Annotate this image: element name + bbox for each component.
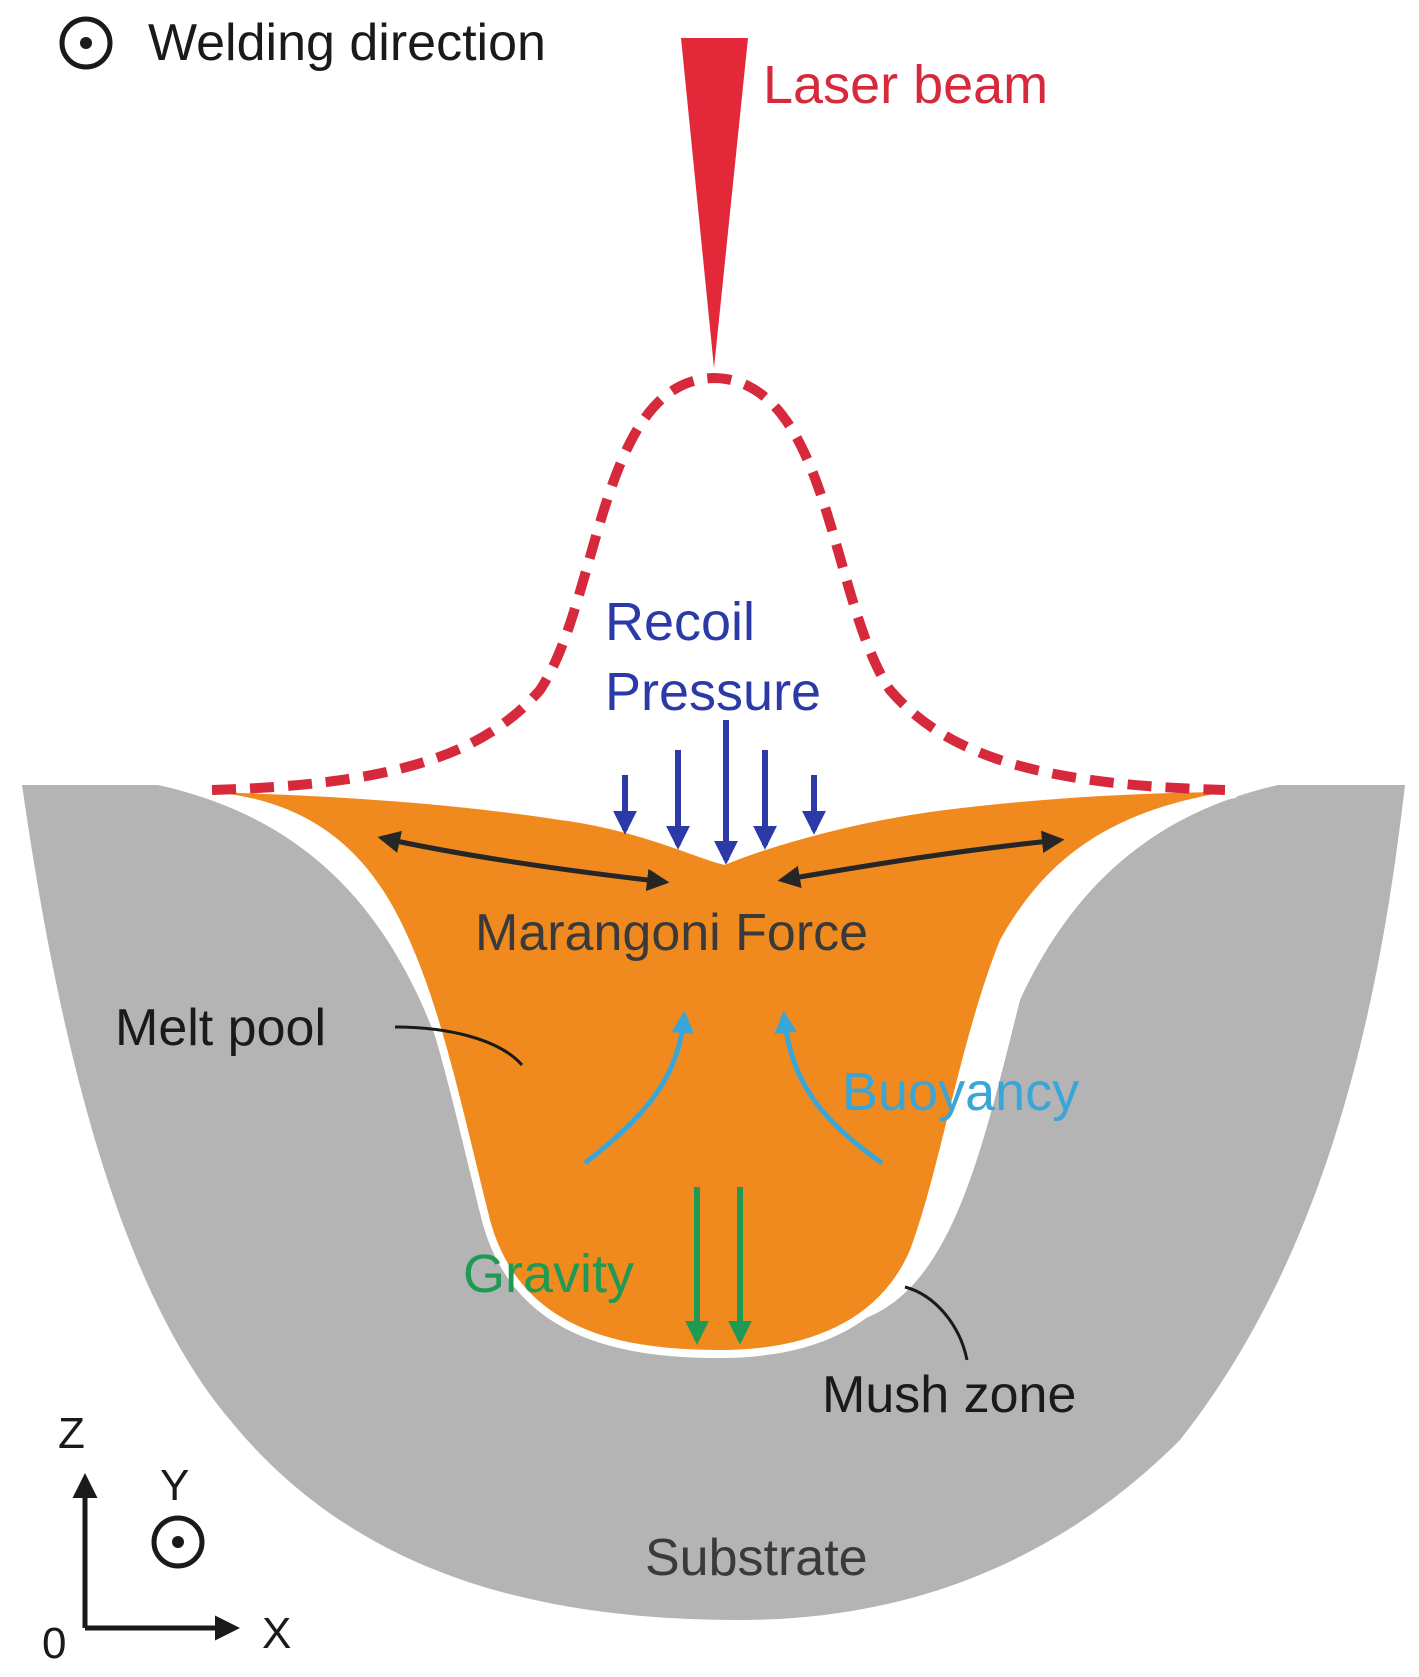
recoil-pressure-label-line2: Pressure	[605, 662, 821, 722]
substrate-region	[22, 785, 1405, 1620]
laser-beam-label: Laser beam	[763, 55, 1048, 115]
mush-zone-label: Mush zone	[822, 1366, 1076, 1424]
buoyancy-label: Buoyancy	[842, 1062, 1079, 1122]
mush-zone-leader	[904, 1285, 969, 1361]
x-axis-label: X	[262, 1609, 291, 1658]
laser-beam-shape	[681, 38, 748, 368]
welding-direction-label: Welding direction	[148, 14, 546, 72]
melt-pool-leader	[394, 1025, 524, 1066]
y-axis-label: Y	[160, 1461, 189, 1510]
buoyancy-arrows	[583, 1010, 884, 1166]
recoil-pressure-arrows	[613, 720, 826, 865]
melt-pool-label: Melt pool	[115, 999, 326, 1057]
dot-in-circle-icon	[59, 16, 113, 70]
buoyancy-arrow-left	[583, 1010, 695, 1165]
coordinate-axes: Z Y X 0	[42, 1409, 291, 1668]
gravity-label: Gravity	[463, 1244, 634, 1304]
recoil-pressure-label-line1: Recoil	[605, 592, 755, 652]
dot-in-circle-icon	[151, 1515, 205, 1569]
buoyancy-arrow-right	[774, 1010, 884, 1166]
marangoni-arrows	[377, 830, 1065, 892]
mush-zone-boundary	[211, 782, 1237, 1358]
substrate-label: Substrate	[645, 1529, 868, 1587]
melt-pool-region	[212, 792, 1225, 1350]
marangoni-arrow-right	[777, 830, 1065, 889]
laser-intensity-profile	[211, 372, 1226, 795]
gravity-arrows	[685, 1187, 752, 1345]
origin-label: 0	[42, 1619, 66, 1668]
marangoni-arrow-left	[377, 830, 670, 892]
z-axis-label: Z	[58, 1409, 85, 1458]
marangoni-force-label: Marangoni Force	[475, 904, 868, 962]
